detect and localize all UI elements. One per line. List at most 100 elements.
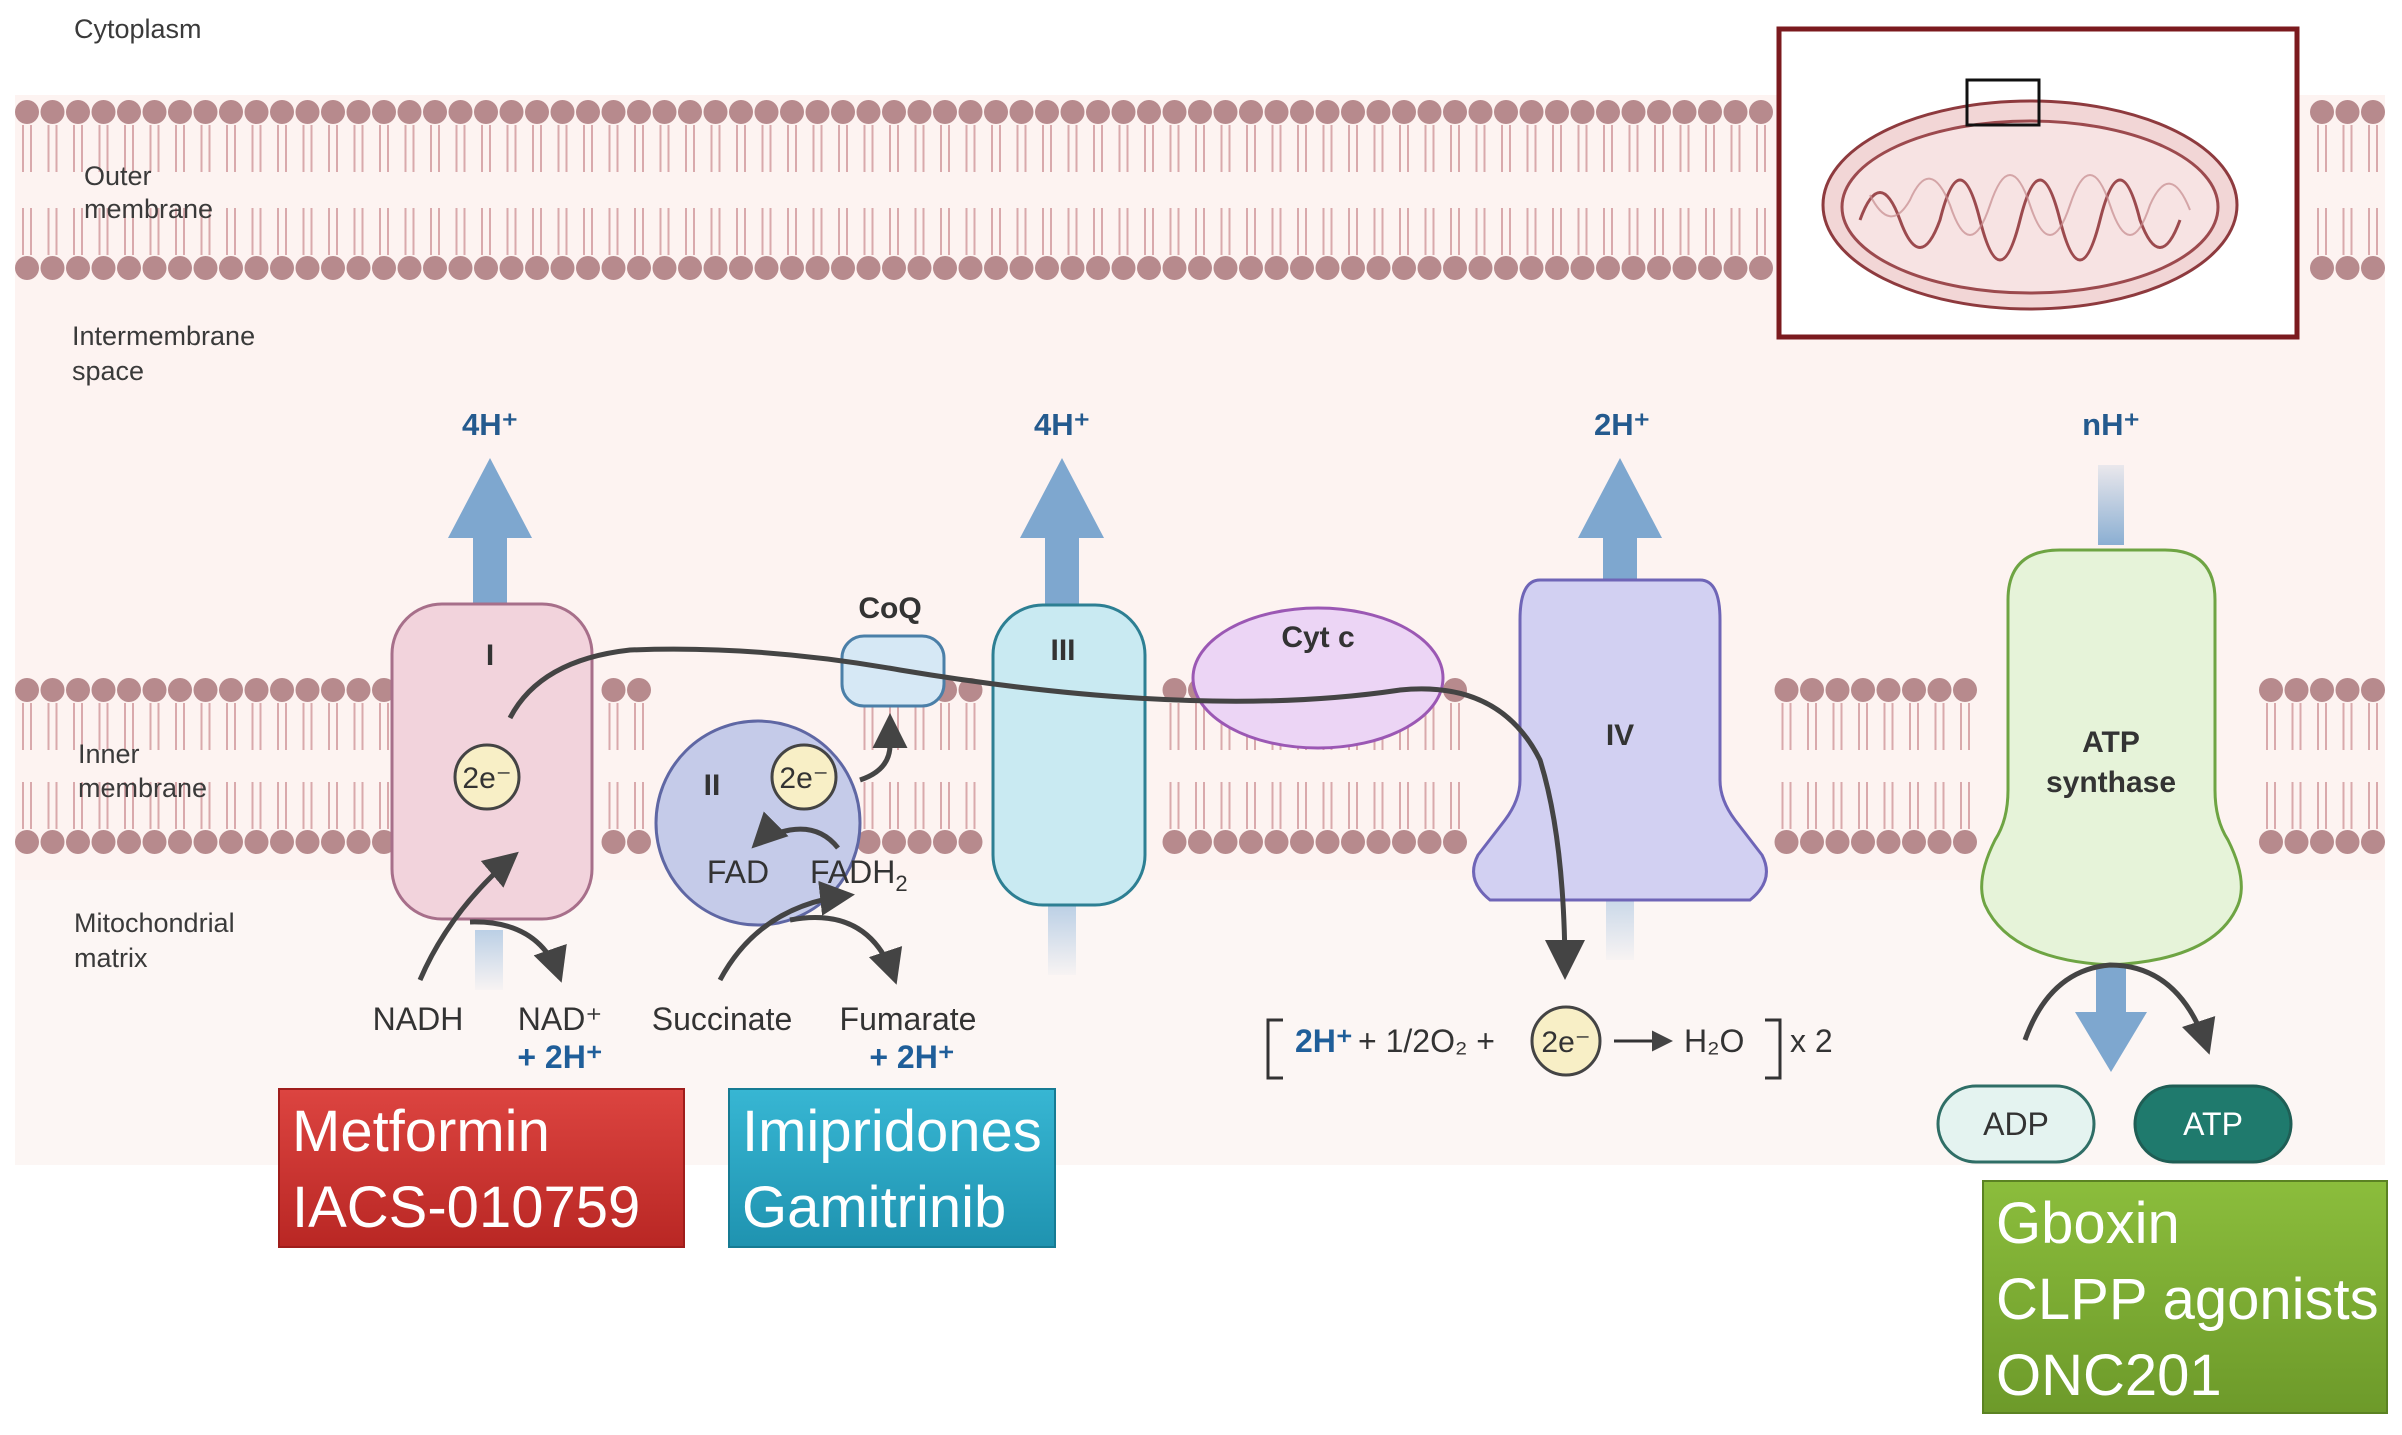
lipid-head [193,678,218,702]
h-label-complex-IV: 2H⁺ [1594,407,1650,442]
lipid-head [1774,830,1799,854]
multiplier-label: x 2 [1790,1023,1833,1059]
lipid-head [729,256,753,280]
lipid-head [576,256,600,280]
lipid-head [448,256,473,280]
lipid-head [1213,100,1238,124]
h-label-complex-I: 4H⁺ [462,407,518,442]
lipid-head [244,678,269,702]
lipid-head [1723,100,1748,124]
lipid-head [2361,678,2385,702]
lipid-head [958,256,983,280]
lipid-head [2361,830,2385,854]
lipid-head [601,100,626,124]
drug-box-complex-II: Imipridones Gamitrinib [728,1088,1056,1248]
lipid-head [1647,256,1671,280]
lipid-head [168,100,192,124]
electron-label-complex-II: 2e⁻ [779,762,828,795]
lipid-head [1417,256,1442,280]
lipid-head [66,100,90,124]
lipid-head [1621,100,1646,124]
lipid-head [1902,830,1926,854]
matrix-label-1: Mitochondrial [74,908,235,938]
cytochrome-c-label: Cyt c [1281,621,1354,654]
water-label: H₂O [1684,1023,1744,1059]
lipid-head [1672,256,1697,280]
lipid-head [1162,100,1187,124]
lipid-head [372,256,396,280]
lipid-head [1137,100,1161,124]
lipid-head [2335,100,2360,124]
complex-III [991,603,1147,907]
electron-icon-water [1530,1005,1602,1077]
lipid-head [1315,256,1340,280]
lipid-head [1876,678,1901,702]
lipid-head [142,256,167,280]
lipid-head [1519,100,1544,124]
lipid-head [372,830,396,854]
lipid-head [397,256,422,280]
lipid-head [1188,100,1212,124]
lipid-head [168,678,192,702]
lipid-head [1927,678,1952,702]
electron-icon-complex-II [770,743,838,811]
drug-metformin: Metformin [292,1099,550,1164]
water-reaction: 2H⁺ + 1/2O₂ + 2e⁻ H₂O x 2 [1266,1005,1833,1080]
lipid-head [1519,256,1544,280]
lipid-head [958,100,983,124]
lipid-head [499,256,524,280]
lipid-head [1570,100,1595,124]
lipid-head [1035,100,1059,124]
complex-I-label: I [486,639,494,672]
lipid-head [627,256,651,280]
lipid-head [2335,678,2360,702]
lipid-head [1443,830,1467,854]
lipid-head [1723,256,1748,280]
lipid-head [193,100,218,124]
lipid-head [321,100,345,124]
adp-label: ADP [1983,1106,2049,1142]
lipid-head [984,256,1008,280]
lipid-head [1264,100,1289,124]
lipid-head [91,678,116,702]
lipid-head [1264,256,1289,280]
lipid-head [1647,100,1671,124]
lipid-head [346,830,371,854]
nadh-label: NADH [373,1001,464,1037]
lipid-head [2284,678,2309,702]
lipid-head [270,100,294,124]
lipid-head [66,830,90,854]
lipid-head [882,256,906,280]
lipid-head [1698,100,1722,124]
lipid-head [91,100,116,124]
atp-synthase-label-2: synthase [2046,766,2176,799]
lipid-head [193,256,218,280]
intermembrane-label-1: Intermembrane [72,321,255,351]
lipid-head [1392,100,1416,124]
inner-membrane-label-2: membrane [78,773,207,803]
lipid-head [1060,100,1085,124]
succinate-label: Succinate [652,1001,793,1037]
lipid-head [933,830,957,854]
lipid-head [1239,100,1263,124]
lipid-head [474,100,498,124]
atp-badge [2133,1084,2293,1164]
oxygen-label: + 1/2O₂ + [1358,1023,1495,1059]
lipid-head [1545,100,1569,124]
lipid-head [1494,256,1518,280]
lipid-head [397,100,422,124]
drug-onc201: ONC201 [1996,1343,2222,1408]
lipid-head [1290,830,1314,854]
lipid-head [2310,678,2334,702]
nad-plus-label: NAD⁺ [518,1001,602,1037]
lipid-head [219,678,243,702]
lipid-head [1315,830,1340,854]
complex-IV-label: IV [1606,719,1634,752]
lipid-head [1672,100,1697,124]
lipid-head [142,100,167,124]
lipid-head [2310,256,2334,280]
lipid-head [117,830,141,854]
lipid-head [117,678,141,702]
lipid-head [1876,830,1901,854]
